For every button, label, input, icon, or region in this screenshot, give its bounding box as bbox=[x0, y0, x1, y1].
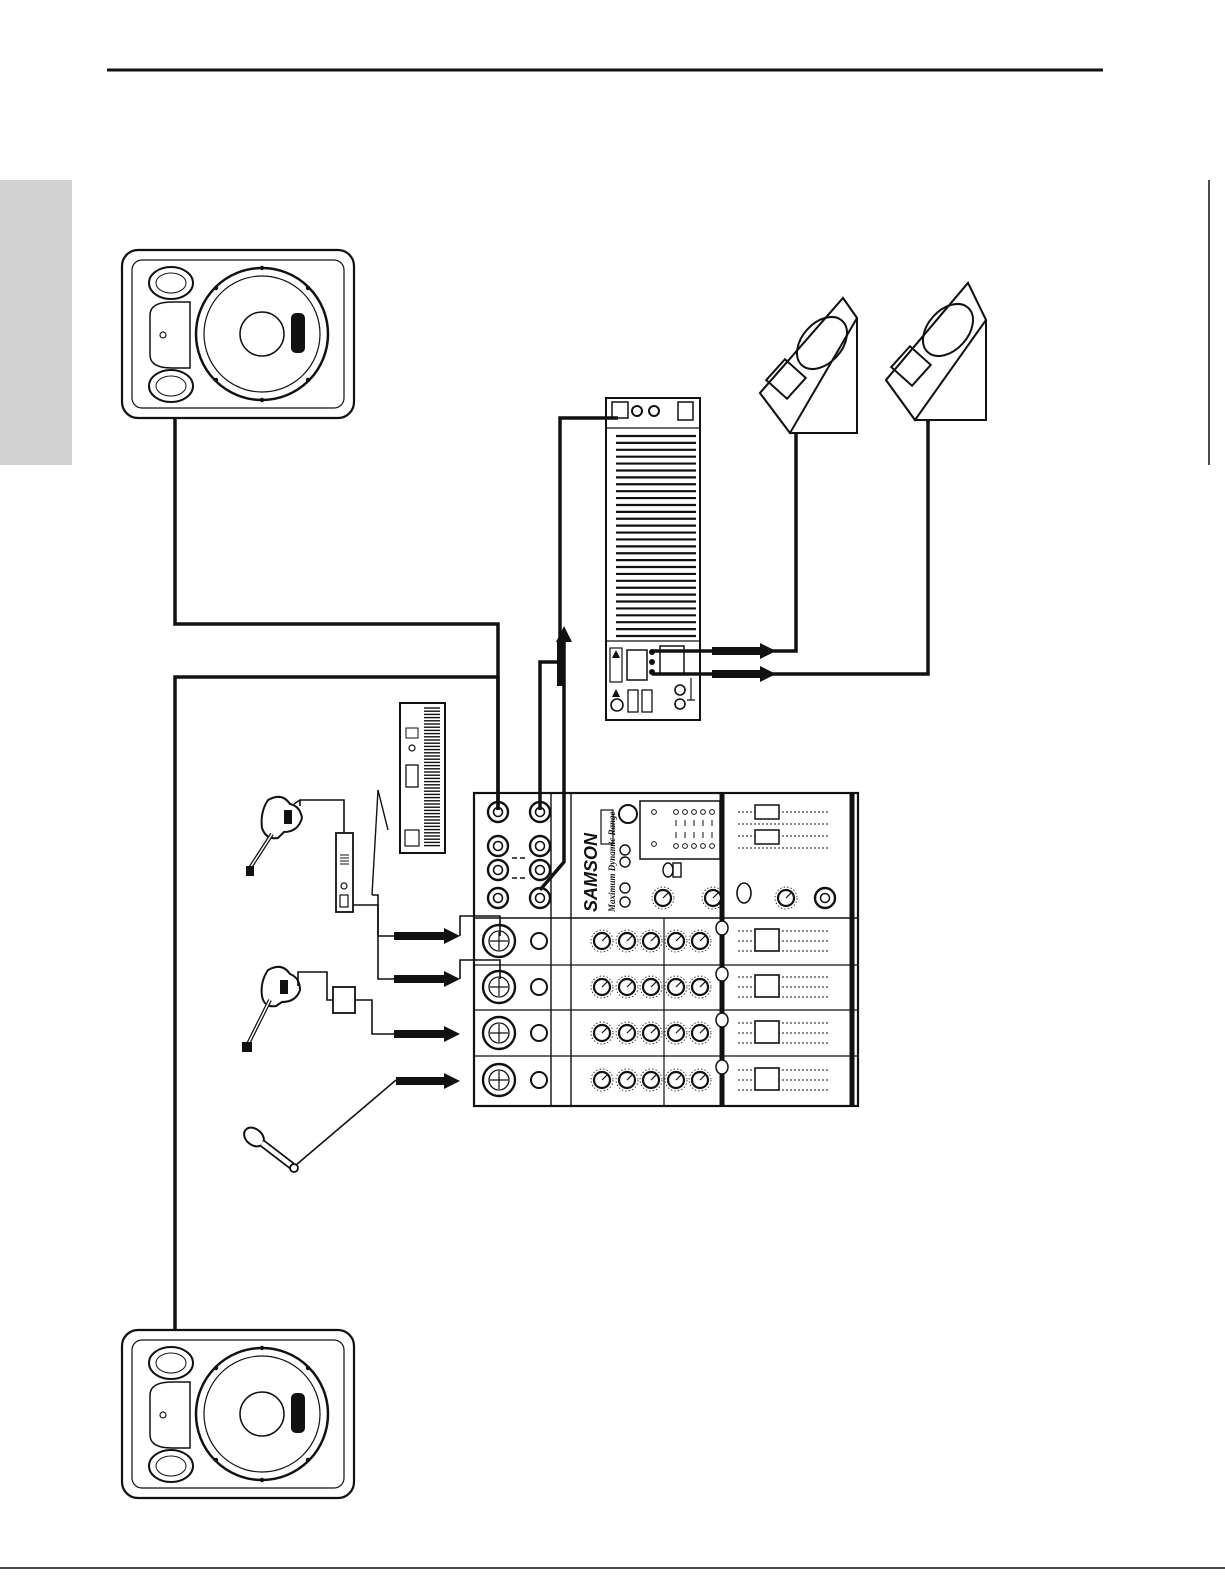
mixer: SAMSON Maximum Dynamic Range bbox=[474, 793, 858, 1106]
trim-knob bbox=[531, 933, 547, 949]
di-box-guitar bbox=[336, 833, 353, 912]
fader-cap bbox=[755, 1068, 779, 1090]
cable-main-left bbox=[175, 418, 498, 810]
output-jack bbox=[530, 836, 550, 856]
mute-button bbox=[716, 1013, 728, 1027]
mixer-brand: SAMSON bbox=[581, 832, 601, 912]
output-jack bbox=[530, 888, 550, 908]
keyboard bbox=[372, 703, 445, 895]
trim-knob bbox=[531, 1025, 547, 1041]
floor-monitor-1 bbox=[760, 298, 857, 433]
fader-cap bbox=[755, 929, 779, 951]
headphone-jack bbox=[815, 888, 835, 908]
output-jack bbox=[488, 888, 508, 908]
main-speaker-right bbox=[122, 1330, 354, 1498]
cable-bass-di bbox=[298, 972, 333, 1000]
trim-knob bbox=[531, 1072, 547, 1088]
section-tab bbox=[0, 180, 72, 465]
floor-monitor-2 bbox=[886, 283, 986, 420]
electric-guitar bbox=[246, 797, 302, 876]
fader-cap bbox=[755, 1021, 779, 1043]
cable-mic bbox=[296, 1080, 396, 1165]
master-fader-cap bbox=[755, 805, 779, 819]
mute-button bbox=[716, 967, 728, 981]
mute-button bbox=[716, 1060, 728, 1074]
cable-guitar-di bbox=[300, 800, 344, 833]
cable-kbd-to-ch2 bbox=[372, 895, 394, 979]
mixer-tagline: Maximum Dynamic Range bbox=[607, 811, 617, 913]
fader-cap bbox=[755, 975, 779, 997]
cable-di-to-ch1 bbox=[353, 905, 394, 936]
output-jack bbox=[488, 860, 508, 880]
main-speaker-left bbox=[122, 250, 354, 418]
di-box-bass bbox=[333, 987, 355, 1013]
output-jack bbox=[488, 836, 508, 856]
trim-knob bbox=[531, 979, 547, 995]
mute-button bbox=[716, 921, 728, 935]
cable-di-to-ch3 bbox=[355, 1000, 394, 1034]
microphone bbox=[240, 1124, 298, 1172]
bass-guitar bbox=[242, 967, 300, 1052]
output-jack bbox=[530, 860, 550, 880]
power-amplifier bbox=[606, 398, 700, 720]
master-fader-cap bbox=[755, 830, 779, 844]
